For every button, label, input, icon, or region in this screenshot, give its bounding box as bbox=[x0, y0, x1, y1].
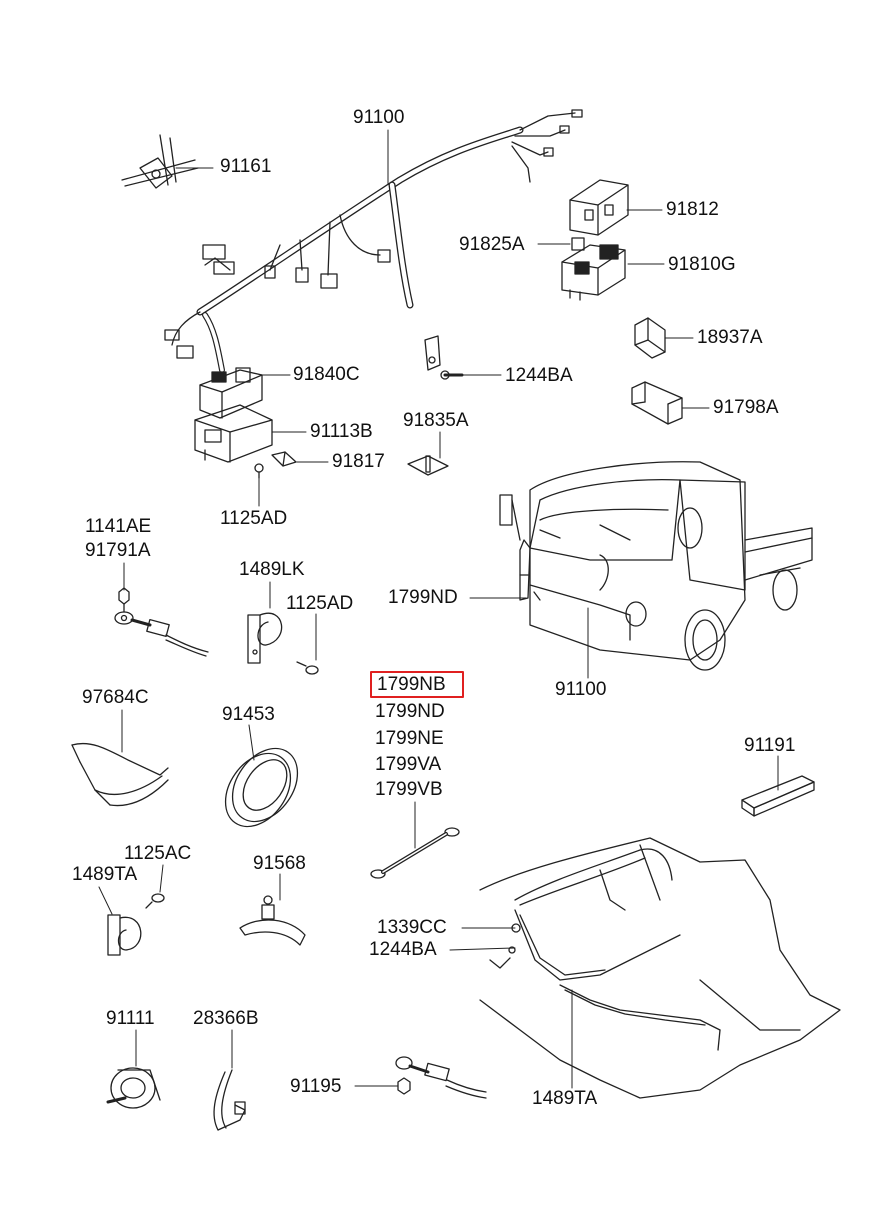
junction-block-91810g bbox=[561, 244, 626, 301]
junction-block-91840c bbox=[194, 367, 273, 463]
label-1799vb: 1799VB bbox=[375, 779, 443, 800]
label-91113b: 91113B bbox=[310, 421, 373, 442]
label-28366b: 28366B bbox=[193, 1008, 259, 1029]
cable-tie-28366b bbox=[213, 1069, 246, 1131]
protector-97684c bbox=[71, 742, 169, 807]
ground-cable-91195 bbox=[395, 1056, 487, 1099]
label-91161: 91161 bbox=[220, 156, 272, 177]
label-1125ac: 1125AC bbox=[124, 843, 192, 864]
label-91812: 91812 bbox=[666, 199, 719, 220]
label-1799va: 1799VA bbox=[375, 754, 442, 775]
label-91825a: 91825A bbox=[459, 234, 525, 255]
fuse-91835a bbox=[407, 455, 449, 476]
label-18937a: 18937A bbox=[697, 327, 763, 348]
label-91835a: 91835A bbox=[403, 410, 469, 431]
connector-18937a bbox=[634, 317, 666, 359]
label-1244ba-lower: 1244BA bbox=[369, 939, 437, 960]
label-91791a: 91791A bbox=[85, 540, 151, 561]
floor-pan-illustration bbox=[479, 837, 841, 1099]
label-1125ad-upper: 1125AD bbox=[220, 508, 288, 529]
label-1141ae: 1141AE bbox=[85, 516, 152, 537]
grommet-91111 bbox=[106, 1067, 161, 1109]
label-1489lk: 1489LK bbox=[239, 559, 305, 580]
label-91195: 91195 bbox=[290, 1076, 342, 1097]
label-97684c: 97684C bbox=[82, 687, 149, 708]
screw-1125ad bbox=[296, 661, 319, 675]
label-1799nd: 1799ND bbox=[375, 701, 445, 722]
highlight-box bbox=[370, 671, 464, 698]
screw-1125ad-upper bbox=[254, 463, 264, 479]
label-1799ne: 1799NE bbox=[375, 728, 444, 749]
label-1799nb-highlighted: 1799NB bbox=[377, 674, 446, 695]
fuse-91817 bbox=[271, 451, 297, 467]
label-91840c: 91840C bbox=[293, 364, 360, 385]
clip-91568 bbox=[239, 895, 306, 946]
main-wiring-harness bbox=[164, 109, 583, 373]
label-91568: 91568 bbox=[253, 853, 306, 874]
grommet-91161 bbox=[121, 134, 199, 189]
label-1489ta-left: 1489TA bbox=[72, 864, 138, 885]
label-91817: 91817 bbox=[332, 451, 385, 472]
ground-strap-1799nb bbox=[370, 827, 460, 879]
connector-91798a bbox=[631, 381, 683, 425]
label-91111: 91111 bbox=[106, 1008, 155, 1029]
label-91100-top: 91100 bbox=[353, 107, 405, 128]
clip-1489lk bbox=[247, 612, 283, 664]
label-1339cc: 1339CC bbox=[377, 917, 447, 938]
relay-91825a bbox=[571, 237, 585, 251]
label-91810g: 91810G bbox=[668, 254, 736, 275]
ground-cable-91791a bbox=[114, 587, 209, 657]
clip-1489ta-left bbox=[107, 893, 165, 956]
label-1799nd-truck: 1799ND bbox=[388, 587, 458, 608]
leader-lines bbox=[98, 129, 779, 1089]
label-91798a: 91798A bbox=[713, 397, 779, 418]
bracket-1244ba bbox=[424, 335, 464, 380]
label-91100-truck: 91100 bbox=[555, 679, 607, 700]
truck-illustration bbox=[499, 461, 813, 671]
label-91453: 91453 bbox=[222, 704, 275, 725]
relay-box-91812 bbox=[569, 179, 629, 236]
label-1125ad: 1125AD bbox=[286, 593, 354, 614]
label-1244ba-upper: 1244BA bbox=[505, 365, 573, 386]
tape-91191 bbox=[741, 775, 815, 817]
label-1489ta-lower: 1489TA bbox=[532, 1088, 598, 1109]
grommet-91453 bbox=[224, 747, 299, 828]
label-91191: 91191 bbox=[744, 735, 796, 756]
